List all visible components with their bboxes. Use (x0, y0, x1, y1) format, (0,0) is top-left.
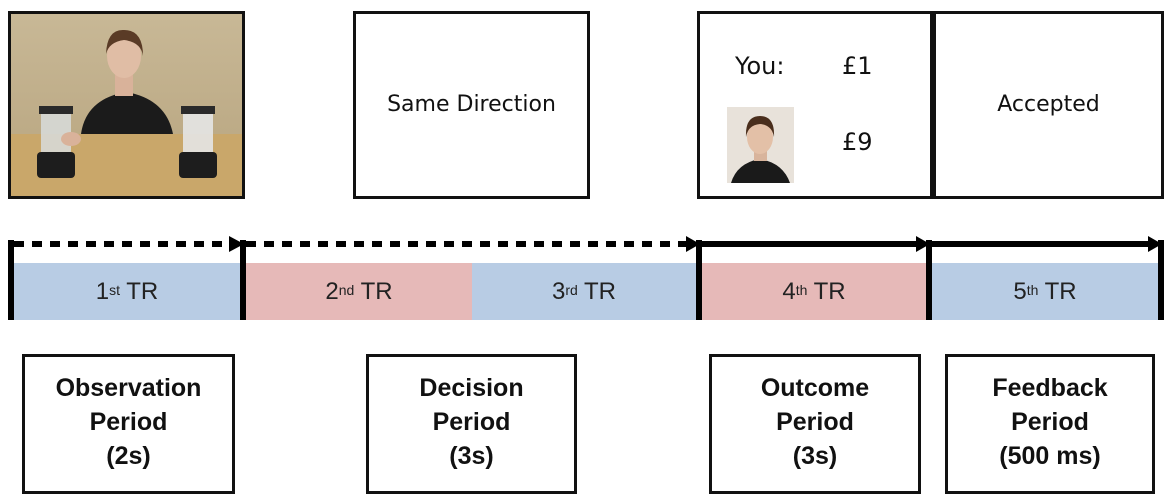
arrowhead-3 (916, 236, 930, 252)
outcome-period-box: Outcome Period (3s) (709, 354, 921, 494)
observation-period-box: Observation Period (2s) (22, 354, 235, 494)
tr-num: 1 (95, 277, 110, 305)
timeline-divider-2 (240, 240, 246, 320)
timeline-divider-5 (1158, 240, 1164, 320)
tr-num: 2 (325, 277, 339, 305)
feedback-period-box: Feedback Period (500 ms) (945, 354, 1155, 494)
period-line2: Period (89, 408, 168, 436)
period-line2: Period (432, 408, 511, 436)
feedback-screen: Accepted (933, 11, 1164, 199)
arrowhead-1 (229, 236, 244, 252)
arrowhead-2 (686, 236, 700, 252)
tr-sup: th (795, 281, 808, 298)
timeline-divider-3 (696, 240, 702, 320)
period-duration: (3s) (449, 442, 494, 470)
tr-num: 5 (1013, 277, 1027, 305)
arrowhead-4 (1148, 236, 1162, 252)
tr-label: TR (354, 277, 393, 305)
period-duration: (3s) (792, 442, 838, 470)
tr-num: 3 (551, 277, 566, 305)
observation-scene-image (11, 14, 242, 196)
timeline-arrows (14, 236, 1162, 252)
outcome-screen: You: £1 £9 (697, 11, 933, 199)
period-duration: (500 ms) (999, 442, 1101, 470)
decision-period-box: Decision Period (3s) (366, 354, 577, 494)
tr-num: 4 (782, 277, 796, 305)
partner-amount: £9 (842, 128, 873, 156)
you-label: You: (735, 52, 785, 80)
timeline-divider-1 (8, 240, 14, 320)
tr-label: TR (120, 277, 159, 305)
observation-video-frame (8, 11, 245, 199)
period-line2: Period (776, 408, 854, 436)
tr-sup: th (1026, 281, 1039, 298)
tr-label: TR (577, 277, 617, 305)
decision-screen: Same Direction (353, 11, 590, 199)
period-line1: Feedback (992, 374, 1108, 402)
tr-label: TR (1038, 277, 1077, 305)
timeline-divider-4 (926, 240, 932, 320)
period-line1: Decision (419, 374, 524, 402)
period-duration: (2s) (106, 442, 151, 470)
partner-face-image (727, 107, 794, 183)
period-line2: Period (1011, 408, 1089, 436)
tr-sup: rd (565, 281, 578, 298)
tr-label: TR (807, 277, 846, 305)
decision-text: Same Direction (387, 92, 556, 117)
period-line1: Observation (55, 374, 202, 402)
feedback-text: Accepted (997, 92, 1100, 117)
you-amount: £1 (842, 52, 873, 80)
tr-sup: st (109, 281, 120, 298)
period-line1: Outcome (760, 374, 870, 402)
tr-sup: nd (338, 281, 355, 298)
